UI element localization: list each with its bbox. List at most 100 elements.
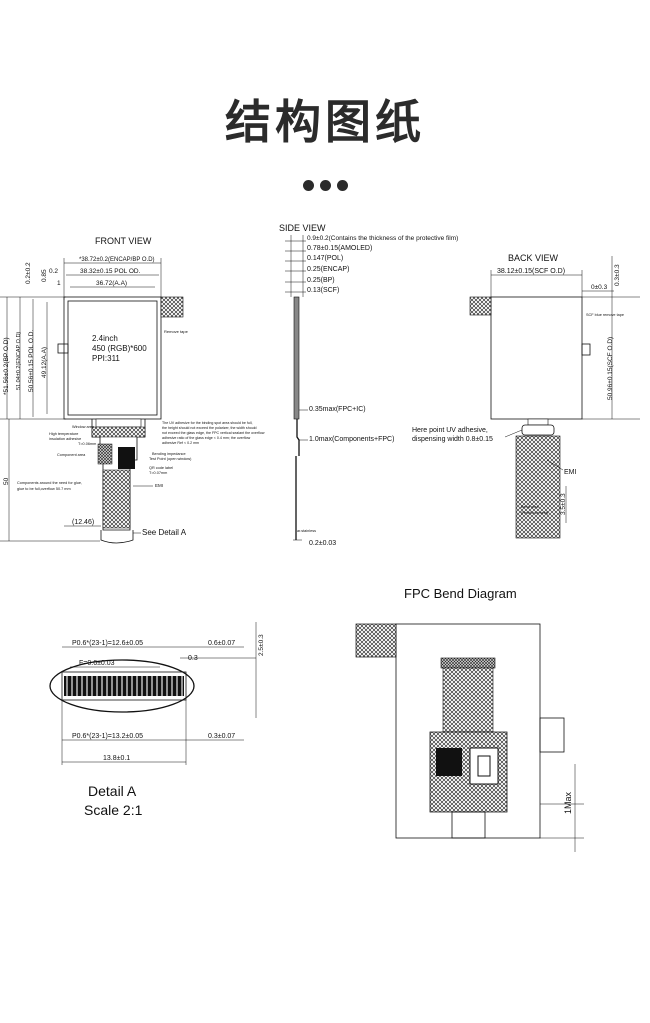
back-view-title: BACK VIEW xyxy=(508,253,559,263)
qr-label-2: T=0.07mm xyxy=(149,471,167,475)
side-leaders xyxy=(285,240,306,293)
ic-chip xyxy=(118,447,135,469)
uv-note-1: The UV adhesive for the binding spot are… xyxy=(162,421,253,425)
dot xyxy=(336,180,348,191)
side-dim-scf: 0.13(SCF) xyxy=(307,287,339,294)
side-dim-pol: 0.147(POL) xyxy=(307,255,343,262)
finger-outline xyxy=(61,671,187,701)
side-bottom-dim: 0.2±0.03 xyxy=(309,540,336,547)
detail-dim-03: 0.3 xyxy=(188,655,198,662)
bend-tab xyxy=(539,717,565,753)
front-dim-encap-od: 51.04±0.2(ENCAP O.D) xyxy=(16,332,22,390)
detail-dim-06: 0.6±0.07 xyxy=(208,640,235,647)
fpc-bend-title: FPC Bend Diagram xyxy=(404,586,517,601)
side-dim-encap: 0.25(ENCAP) xyxy=(307,266,349,273)
back-panel xyxy=(490,296,583,420)
front-dim-aa: 36.72(A.A) xyxy=(96,280,127,287)
back-connector xyxy=(521,424,555,436)
side-components-fpc: 1.0max(Components+FPC) xyxy=(309,436,394,443)
remove-tape xyxy=(160,296,184,318)
back-tab xyxy=(581,343,591,356)
panel-ppi: PPI:311 xyxy=(92,354,120,363)
bend-component xyxy=(469,747,499,785)
side-view: SIDE VIEW 0.9±0.2(Contains the thickness… xyxy=(279,223,458,547)
front-dim-encap: *38.72±0.2(ENCAP/BP O.D) xyxy=(79,257,155,263)
scf-tape xyxy=(469,296,492,316)
leader-line xyxy=(546,459,564,471)
insulation-tape xyxy=(91,426,146,438)
component-area xyxy=(97,443,113,465)
back-uv-note-1: Here point UV adhesive, xyxy=(412,427,488,434)
dot xyxy=(319,180,331,191)
gold-fingers xyxy=(64,676,184,696)
back-view: BACK VIEW 38.12±0.15(SCF O.D) 0±0.3 0.3±… xyxy=(412,253,640,539)
detail-dim-25: 2.5±0.3 xyxy=(258,634,265,656)
panel-size: 2.4inch xyxy=(92,334,118,343)
side-fpc-ic: 0.35max(FPC+IC) xyxy=(309,406,366,413)
components-note-1: Components around the need for glue, xyxy=(17,481,82,485)
qr-label-1: QR code label xyxy=(149,466,173,470)
detail-dim-f06: F=0.6±0.03 xyxy=(79,660,115,667)
detail-dim-pitch-top: P0.6*(23-1)=12.6±0.05 xyxy=(72,640,143,647)
back-dim-scf-h: 50.96±0.15(SCF O.D) xyxy=(607,337,614,400)
side-fpc xyxy=(296,419,300,456)
front-emi-label: EMI xyxy=(155,483,163,488)
section-dots xyxy=(0,178,650,196)
bend-area-2: (Reinforcement) xyxy=(521,511,549,515)
front-dim-50: 50 xyxy=(3,477,10,485)
bend-tape xyxy=(355,623,397,658)
fpc-bend-diagram: FPC Bend Diagram 1Max xyxy=(355,586,584,852)
back-dim-35: 3.5±0.3 xyxy=(560,493,567,515)
front-dim-1: 1 xyxy=(57,280,61,287)
uv-note-2: the height should not exceed the polariz… xyxy=(162,426,257,430)
back-emi-label: EMI xyxy=(564,469,577,476)
active-area xyxy=(67,300,158,416)
bend-tail xyxy=(451,811,486,839)
detail-a-title: Detail A xyxy=(88,783,137,799)
back-dim-0: 0±0.3 xyxy=(591,284,608,291)
high-temp-1: High temperature xyxy=(49,432,78,436)
high-temp-2: insulation adhesive xyxy=(49,437,81,441)
detail-dim-138: 13.8±0.1 xyxy=(103,755,130,762)
emi-film xyxy=(102,469,131,529)
bending-impedance-label: Bending impedance xyxy=(152,452,186,456)
detail-ellipse xyxy=(49,659,195,713)
detail-dim-pitch-bottom: P0.6*(23-1)=13.2±0.05 xyxy=(72,733,143,740)
uv-note-5: adhesive Ref < 0.2 mm xyxy=(162,441,199,445)
detail-a-scale: Scale 2:1 xyxy=(84,802,143,818)
front-dim-pol-od: 50.56±0.15 POL O.D. xyxy=(28,330,35,392)
front-view: FRONT VIEW *38.72±0.2(ENCAP/BP O.D) 0.2 … xyxy=(0,236,265,544)
side-view-title: SIDE VIEW xyxy=(279,223,326,233)
front-view-title: FRONT VIEW xyxy=(95,236,152,246)
detail-a: P0.6*(23-1)=12.6±0.05 0.6±0.07 2.5±0.3 0… xyxy=(49,622,265,818)
bend-area-1: Bend area xyxy=(521,505,539,509)
back-bond xyxy=(527,418,549,426)
remove-tape-label: Remove tape xyxy=(164,329,189,334)
front-dim-1246: (12.46) xyxy=(72,519,94,526)
back-uv-note-2: dispensing width 0.8±0.15 xyxy=(412,436,493,443)
front-dim-02-02: 0.2±0.2 xyxy=(25,262,32,284)
back-dim-scf-w: 38.12±0.15(SCF O.D) xyxy=(497,268,565,275)
side-dim-total: 0.9±0.2(Contains the thickness of the pr… xyxy=(307,235,458,242)
scf-tape-label: SCF blue remove tape xyxy=(586,313,624,317)
window-area-label: Window area xyxy=(72,425,95,429)
bend-connector xyxy=(440,657,496,669)
leader-line xyxy=(504,429,523,438)
bend-component-inner xyxy=(477,755,491,777)
side-dim-bp: 0.25(BP) xyxy=(307,277,335,284)
side-bottom-small: ar.stainless xyxy=(297,529,316,533)
side-panel xyxy=(293,296,300,420)
uv-note-4: adhesive ratio of the glass edge < 0.4 m… xyxy=(162,436,251,440)
front-dim-bp-od: *51.56±0.2(BP O.D) xyxy=(3,337,10,395)
detail-dim-03-07: 0.3±0.07 xyxy=(208,733,235,740)
bend-dim-1max: 1Max xyxy=(563,791,573,814)
fpc-connector xyxy=(100,530,134,544)
front-dim-aa-h: 49.12(A.A) xyxy=(41,347,48,378)
component-area-label: Component area xyxy=(57,453,86,457)
bend-ic xyxy=(436,748,462,776)
components-note-2: glue to be full,overflow 50.7 mm xyxy=(17,487,71,491)
uv-note-3: not exceed the glass edge, the FPC verti… xyxy=(162,431,265,435)
dot xyxy=(302,180,314,191)
panel-resolution: 450 (RGB)*600 xyxy=(92,344,147,353)
front-dim-pol: 38.32±0.15 POL OD. xyxy=(80,268,141,275)
